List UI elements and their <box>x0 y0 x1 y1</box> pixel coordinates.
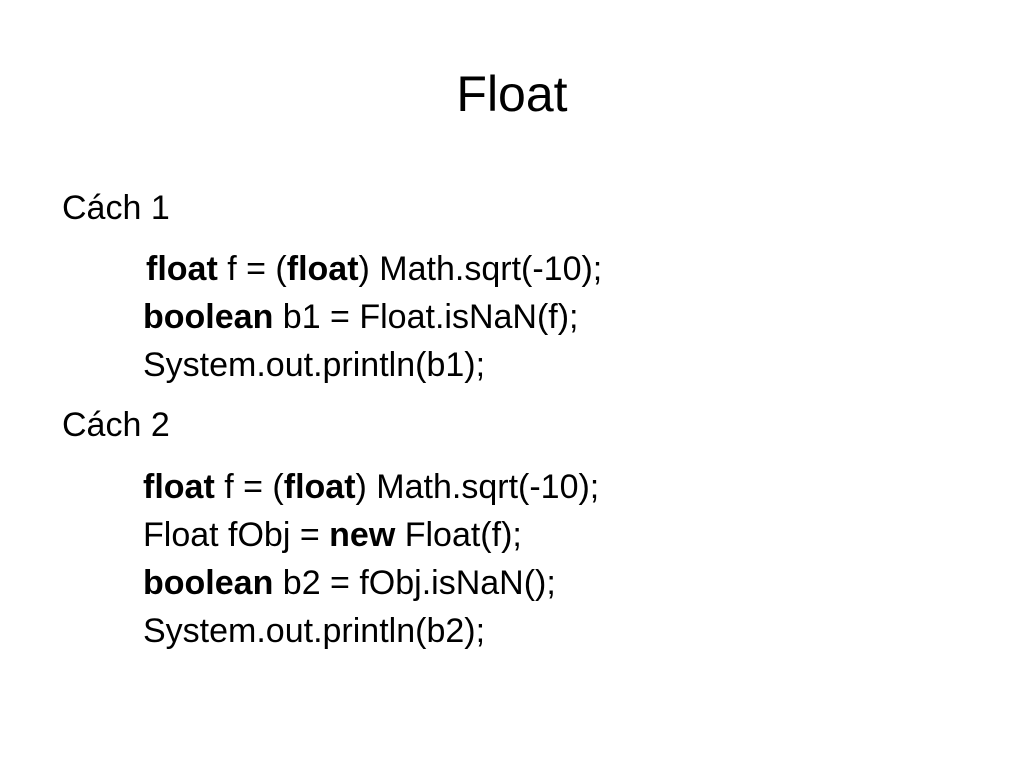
code-text: Float(f); <box>395 516 522 554</box>
keyword: new <box>329 516 396 554</box>
code-line: float f = (float) Math.sqrt(-10); <box>143 245 602 293</box>
code-line: float f = (float) Math.sqrt(-10); <box>143 463 599 511</box>
code-text: Float fObj = <box>143 516 330 554</box>
keyword: float <box>146 250 218 288</box>
code-line: System.out.println(b1); <box>143 341 602 389</box>
method-1-code-block: float f = (float) Math.sqrt(-10); boolea… <box>143 245 602 389</box>
code-line: boolean b1 = Float.isNaN(f); <box>143 293 602 341</box>
method-2-code-block: float f = (float) Math.sqrt(-10); Float … <box>143 463 599 655</box>
method-1-heading: Cách 1 <box>62 189 170 227</box>
keyword: boolean <box>143 298 274 336</box>
keyword: float <box>283 468 356 506</box>
code-text: b2 = fObj.isNaN(); <box>273 564 556 602</box>
code-text: System.out.println(b2); <box>143 612 486 650</box>
method-2-heading: Cách 2 <box>62 406 170 444</box>
code-text: f = ( <box>217 250 287 288</box>
code-line: boolean b2 = fObj.isNaN(); <box>143 559 599 607</box>
slide-title: Float <box>456 66 568 122</box>
code-text: ) Math.sqrt(-10); <box>358 250 603 288</box>
code-text: b1 = Float.isNaN(f); <box>273 298 579 336</box>
code-text: System.out.println(b1); <box>143 346 486 384</box>
keyword: boolean <box>143 564 274 602</box>
keyword: float <box>143 468 215 506</box>
code-line: System.out.println(b2); <box>143 607 599 655</box>
keyword: float <box>286 250 359 288</box>
code-text: ) Math.sqrt(-10); <box>355 468 600 506</box>
code-line: Float fObj = new Float(f); <box>143 511 599 559</box>
code-text: f = ( <box>214 468 284 506</box>
